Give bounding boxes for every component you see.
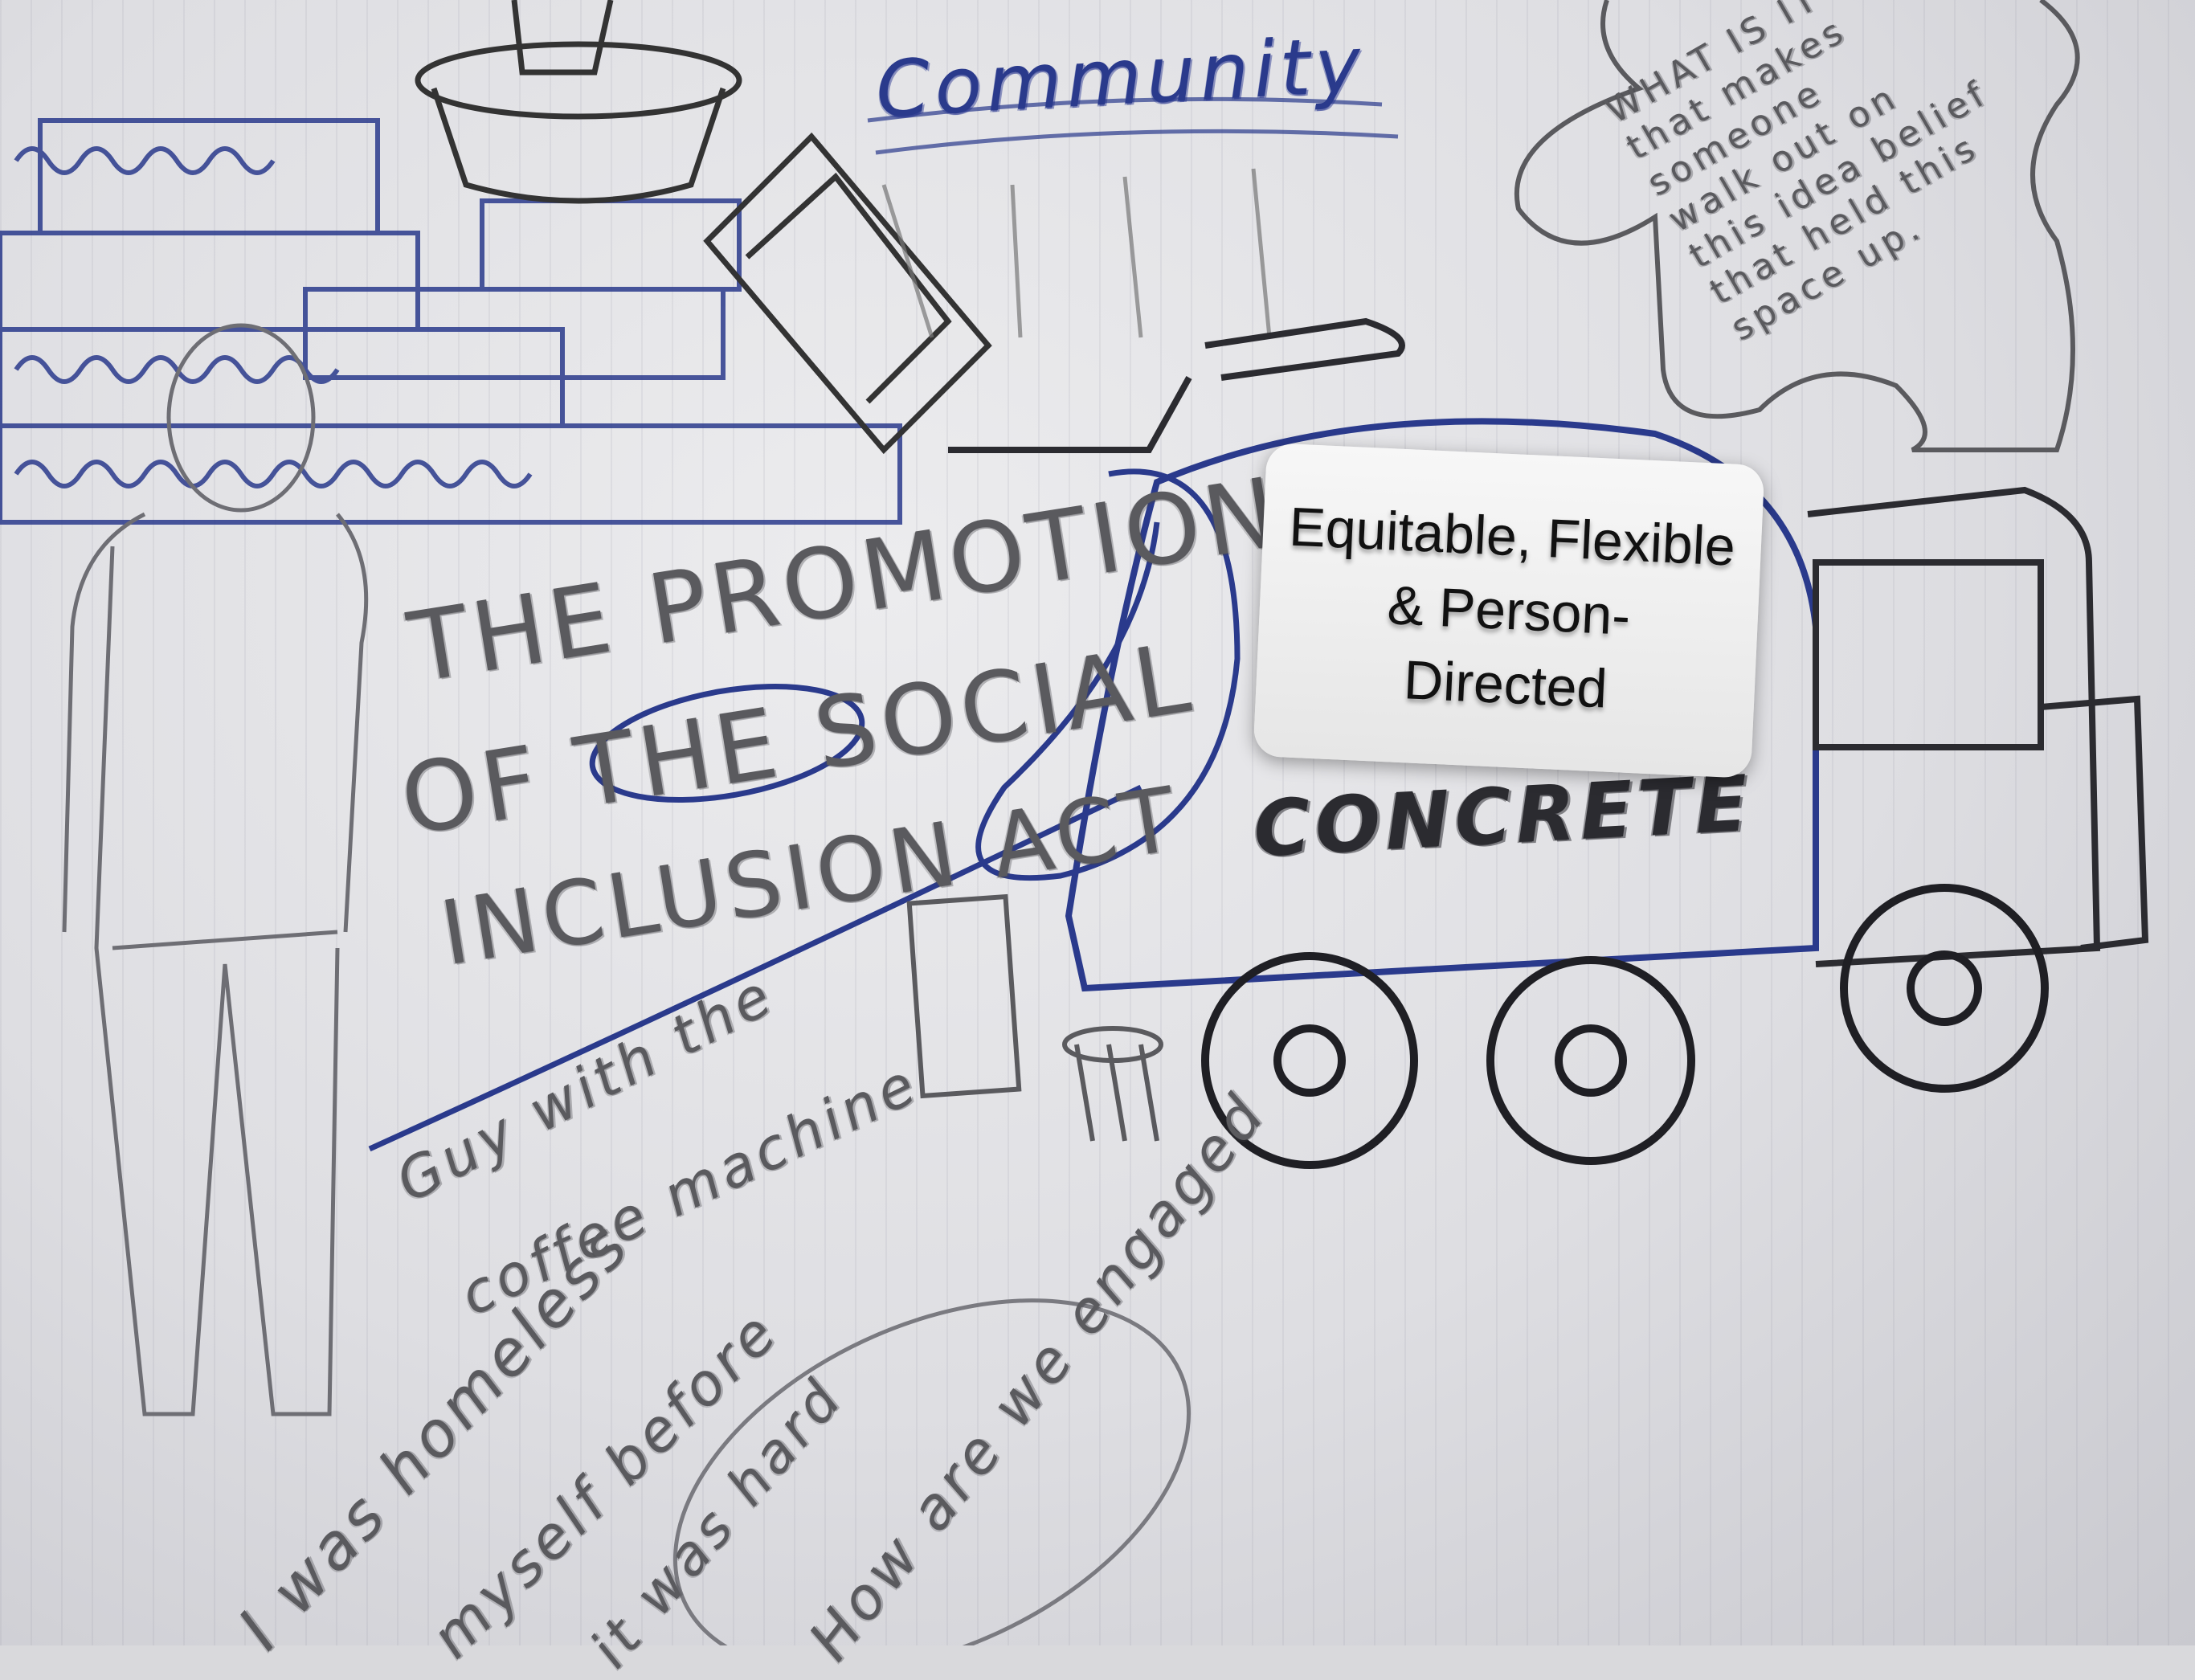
standing-person-drawing [62, 323, 369, 1416]
leaning-book-drawing [703, 132, 992, 455]
truck-wheel-front [1201, 952, 1418, 1169]
concrete-truck-drawing [948, 317, 2149, 992]
bottom-loop-drawing [672, 1298, 1192, 1645]
truck-wheel-rear [1840, 884, 2049, 1093]
truck-wheel-middle [1486, 956, 1695, 1165]
hand-drawn-sketch [0, 0, 2149, 1645]
puzzle-piece-drawing [1514, 0, 2080, 452]
coffee-machine-drawing [906, 893, 1163, 1142]
callout-line-1: Equitable, Flexible [1287, 496, 1737, 578]
book-stack-drawing [0, 118, 902, 525]
pot-drawing [415, 0, 742, 204]
community-building-drawing [867, 96, 1399, 338]
callout-label: Equitable, Flexible & Person- Directed [1253, 443, 1765, 779]
callout-line-3: Directed [1402, 649, 1609, 720]
notebook-paper-background [0, 0, 2195, 1645]
callout-line-2: & Person- [1386, 574, 1632, 647]
